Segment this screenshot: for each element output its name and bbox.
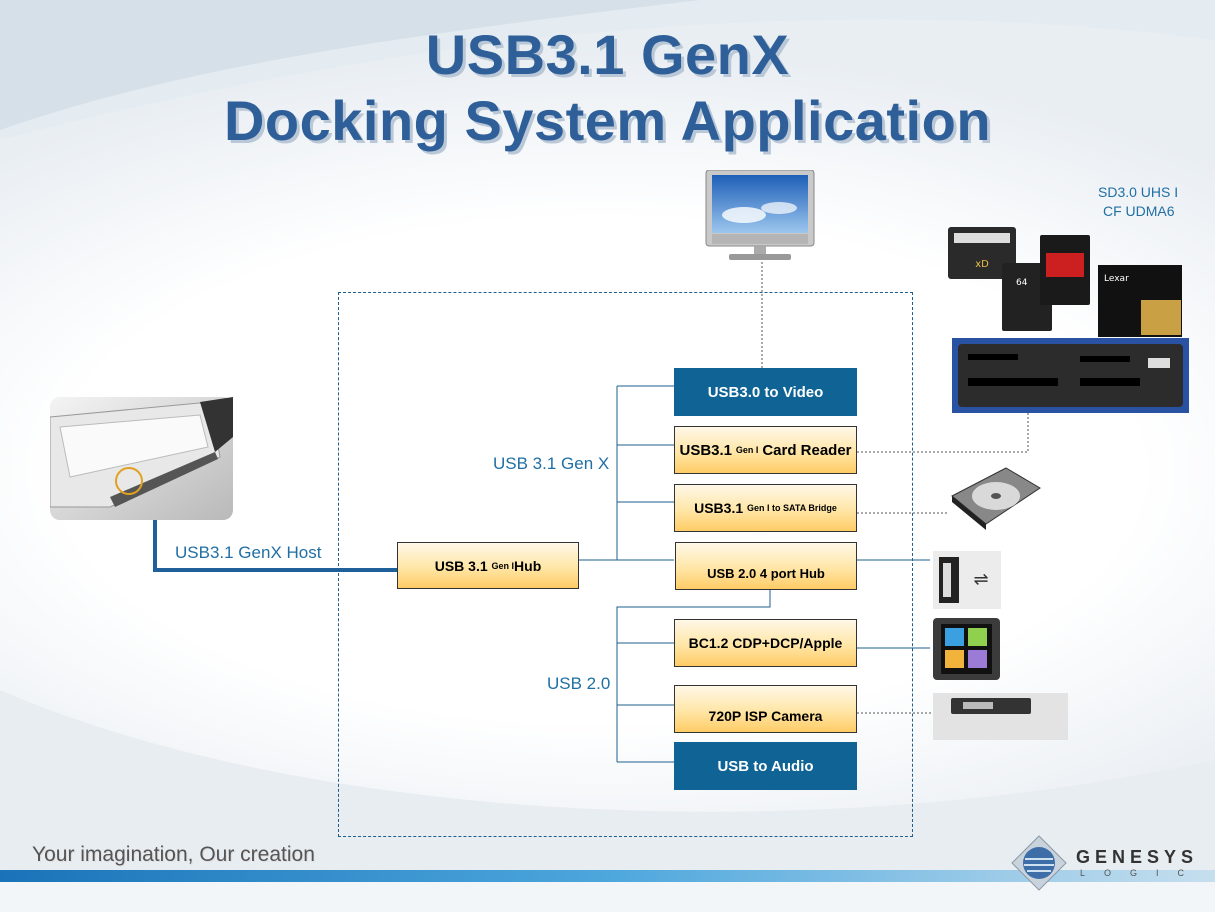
footer-slogan: Your imagination, Our creation <box>32 843 315 866</box>
card-spec-cf: CF UDMA6 <box>1103 203 1175 219</box>
bc12-box: BC1.2 CDP+DCP/Apple <box>674 619 857 667</box>
hard-drive-image <box>951 467 1041 530</box>
page-title-line2: Docking System Application <box>223 89 992 152</box>
camera-box: 720P ISP Camera <box>674 685 857 733</box>
gen-x-label: USB 3.1 Gen X <box>493 454 610 473</box>
footer-background <box>0 882 1215 912</box>
tv-image <box>705 170 815 260</box>
host-label: USB3.1 GenX Host <box>175 543 322 562</box>
card-reader-text-sub: Gen I <box>735 445 759 455</box>
card-reader-box: USB3.1 Gen I Card Reader <box>674 426 857 474</box>
sata-bridge-box: USB3.1 Gen I to SATA Bridge <box>674 484 857 532</box>
sata-text-pre: USB3.1 <box>694 500 744 516</box>
page-title-line1: USB3.1 GenX <box>425 23 790 86</box>
camera-image <box>933 693 1068 740</box>
dock-boundary <box>338 292 913 837</box>
usb31-hub-box: USB 3.1 Gen I Hub <box>397 542 579 589</box>
svg-text:Lexar: Lexar <box>1104 274 1129 284</box>
usb30-video-box: USB3.0 to Video <box>674 368 857 416</box>
memory-cards-image: xD 64 Lexar <box>948 227 1182 337</box>
usb20-hub-box: USB 2.0 4 port Hub <box>675 542 857 590</box>
laptop-image <box>50 397 233 520</box>
card-reader-text-post: Card Reader <box>762 441 852 459</box>
logo-subtext: LOGIC <box>1080 868 1204 878</box>
card-reader-image <box>952 338 1189 413</box>
svg-text:⇌: ⇌ <box>973 569 988 590</box>
genesys-logo-icon <box>1011 835 1067 891</box>
usb-audio-box: USB to Audio <box>674 742 857 790</box>
footer-stripe <box>0 870 1215 882</box>
ipod-image <box>933 618 1000 680</box>
usb-port-image: ⇌ <box>933 551 1001 609</box>
card-reader-text-pre: USB3.1 <box>679 441 733 459</box>
hub-box-text-post: Hub <box>514 557 542 574</box>
svg-text:64: 64 <box>1016 278 1028 288</box>
logo-text: GENESYS <box>1076 847 1199 867</box>
hub-box-text-sub: Gen I <box>491 560 515 571</box>
usb20-label: USB 2.0 <box>547 674 611 693</box>
hub-box-text-pre: USB 3.1 <box>434 557 488 574</box>
card-spec-sd: SD3.0 UHS I <box>1098 184 1179 200</box>
sata-text-sub: Gen I to SATA Bridge <box>747 503 837 513</box>
svg-text:xD: xD <box>975 259 989 270</box>
